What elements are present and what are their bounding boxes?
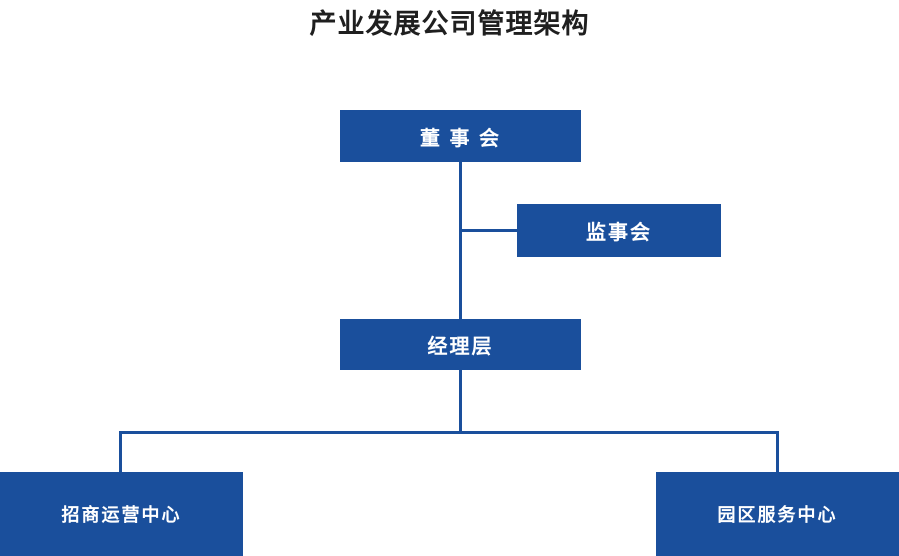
node-board-label: 董 事 会	[419, 127, 502, 150]
node-management-label: 经理层	[427, 336, 494, 358]
node-investment-operations-center: 招商运营中心	[0, 472, 243, 556]
node-park-label: 园区服务中心	[717, 505, 838, 525]
node-supervisory-label: 监事会	[586, 222, 652, 244]
node-investment-label: 招商运营中心	[61, 505, 182, 525]
connector-drop-investment-center	[119, 431, 122, 472]
node-board-of-directors: 董 事 会	[340, 110, 581, 162]
node-park-service-center: 园区服务中心	[656, 472, 899, 556]
connector-board-to-management	[459, 162, 462, 319]
connector-board-to-supervisory	[461, 229, 517, 232]
node-supervisory-board: 监事会	[517, 204, 721, 257]
connector-management-down	[459, 370, 462, 433]
node-management-layer: 经理层	[340, 319, 581, 370]
chart-title: 产业发展公司管理架构	[309, 9, 590, 39]
connector-horizontal-bus	[119, 431, 779, 434]
connector-drop-park-service-center	[776, 431, 779, 472]
